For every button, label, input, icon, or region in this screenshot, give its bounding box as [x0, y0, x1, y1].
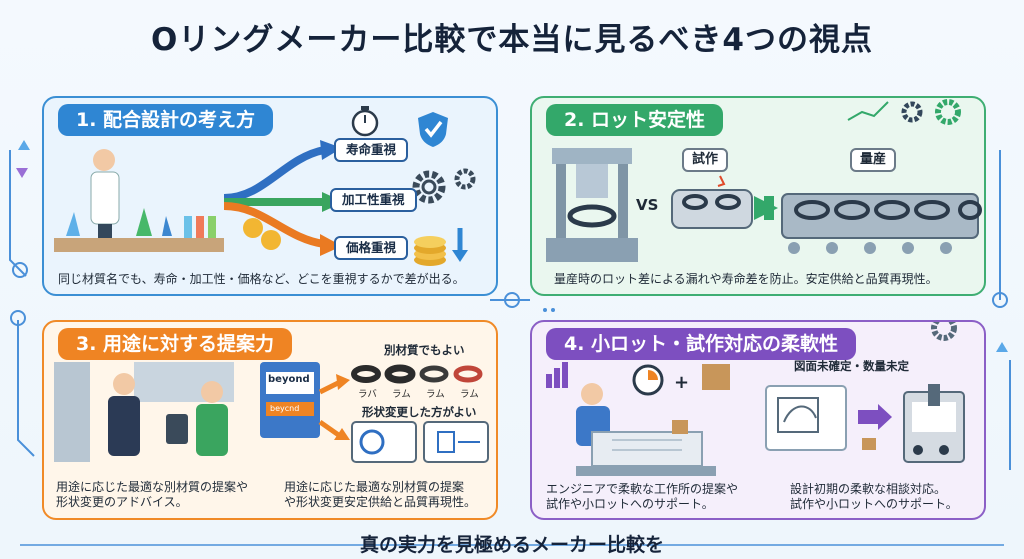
coin-stack-icon: [414, 228, 468, 266]
engineer-illustration: [546, 322, 965, 476]
undecided-label: 図面未確定・数量未定: [794, 359, 909, 373]
section-4-caption-left: エンジニアで柔軟な工作所の提案や 試作や小ロットへのサポート。: [546, 482, 739, 511]
section-4-header: 4. 小ロット・試作対応の柔軟性: [546, 328, 857, 360]
section-2-caption: 量産時のロット差による漏れや寿命差を防止。安定供給と品質再現性。: [554, 272, 938, 286]
section-1-card: 1. 配合設計の考え方 寿命重視 加工性重視 価格重視 同じ材質名でも、寿命・加…: [42, 96, 498, 296]
page-title: Oリングメーカー比較で本当に見るべき4つの視点: [151, 22, 873, 58]
vs-label: VS: [636, 196, 659, 214]
section-3-caption-left: 用途に応じた最適な別材質の提案や 形状変更のアドバイス。: [56, 480, 249, 509]
lab-illustration: [54, 140, 344, 256]
stopwatch-icon: [351, 106, 379, 137]
section-4-card: 4. 小ロット・試作対応の柔軟性 + 図面未確定・数量未定 エンジニアで柔軟な工…: [530, 320, 986, 520]
section-2-card: 2. ロット安定性 VS 試作 量産 量産時のロット差による漏れや寿命差を防止。…: [530, 96, 986, 296]
ring-label-3: ラム: [426, 389, 445, 400]
section-3-header: 3. 用途に対する提案力: [58, 328, 293, 360]
shape-change-label: 形状変更した方がよい: [362, 405, 477, 419]
tag-price: 価格重視: [334, 236, 409, 260]
coin-icon: [243, 218, 281, 250]
ring-label-4: ラム: [460, 389, 479, 400]
label-mass-production: 量産: [850, 148, 897, 172]
plus-label: +: [674, 372, 690, 393]
gear-icon: [412, 170, 446, 204]
label-prototype: 試作: [682, 148, 729, 172]
consultation-illustration: [54, 362, 489, 463]
ring-label-2: ラム: [392, 389, 411, 400]
section-3-card: 3. 用途に対する提案力 beyond beycnd 別材質でもよい ラバ ラム…: [42, 320, 498, 520]
tag-workability: 加工性重視: [330, 188, 417, 212]
section-2-header: 2. ロット安定性: [546, 104, 724, 136]
shield-check-icon: [418, 112, 448, 147]
alt-material-label: 別材質でもよい: [384, 343, 465, 357]
section-4-caption-right: 設計初期の柔軟な相談対応。 試作や小ロットへのサポート。: [790, 482, 958, 511]
tag-lifespan: 寿命重視: [334, 138, 409, 162]
section-1-caption: 同じ材質名でも、寿命・加工性・価格など、どこを重視するかで差が出る。: [58, 272, 465, 286]
ring-label-1: ラバ: [358, 389, 377, 400]
press-machine-illustration: [546, 99, 982, 262]
footer-text: 真の実力を見極めるメーカー比較を: [359, 534, 664, 556]
gear-icon-small: [454, 168, 476, 190]
section-1-header: 1. 配合設計の考え方: [58, 104, 274, 136]
book-subtitle: beycnd: [270, 404, 300, 413]
section-3-caption-right: 用途に応じた最適な別材質の提案 や形状変更安定供給と品質再現性。: [284, 480, 477, 509]
book-title: beyond: [268, 374, 310, 385]
